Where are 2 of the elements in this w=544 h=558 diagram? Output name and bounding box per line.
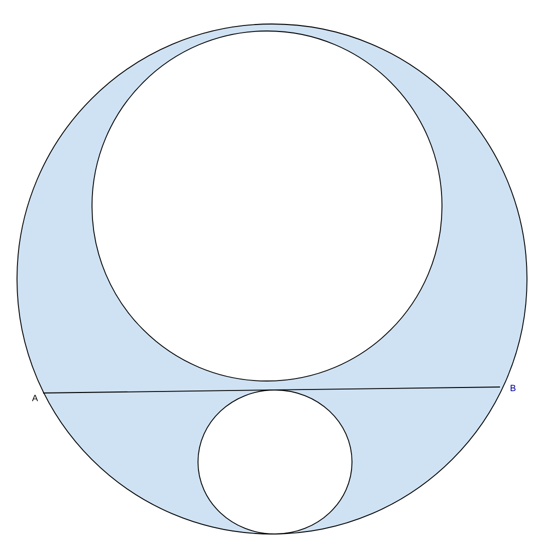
point-label: B xyxy=(510,384,516,392)
point-label: A xyxy=(32,394,38,402)
